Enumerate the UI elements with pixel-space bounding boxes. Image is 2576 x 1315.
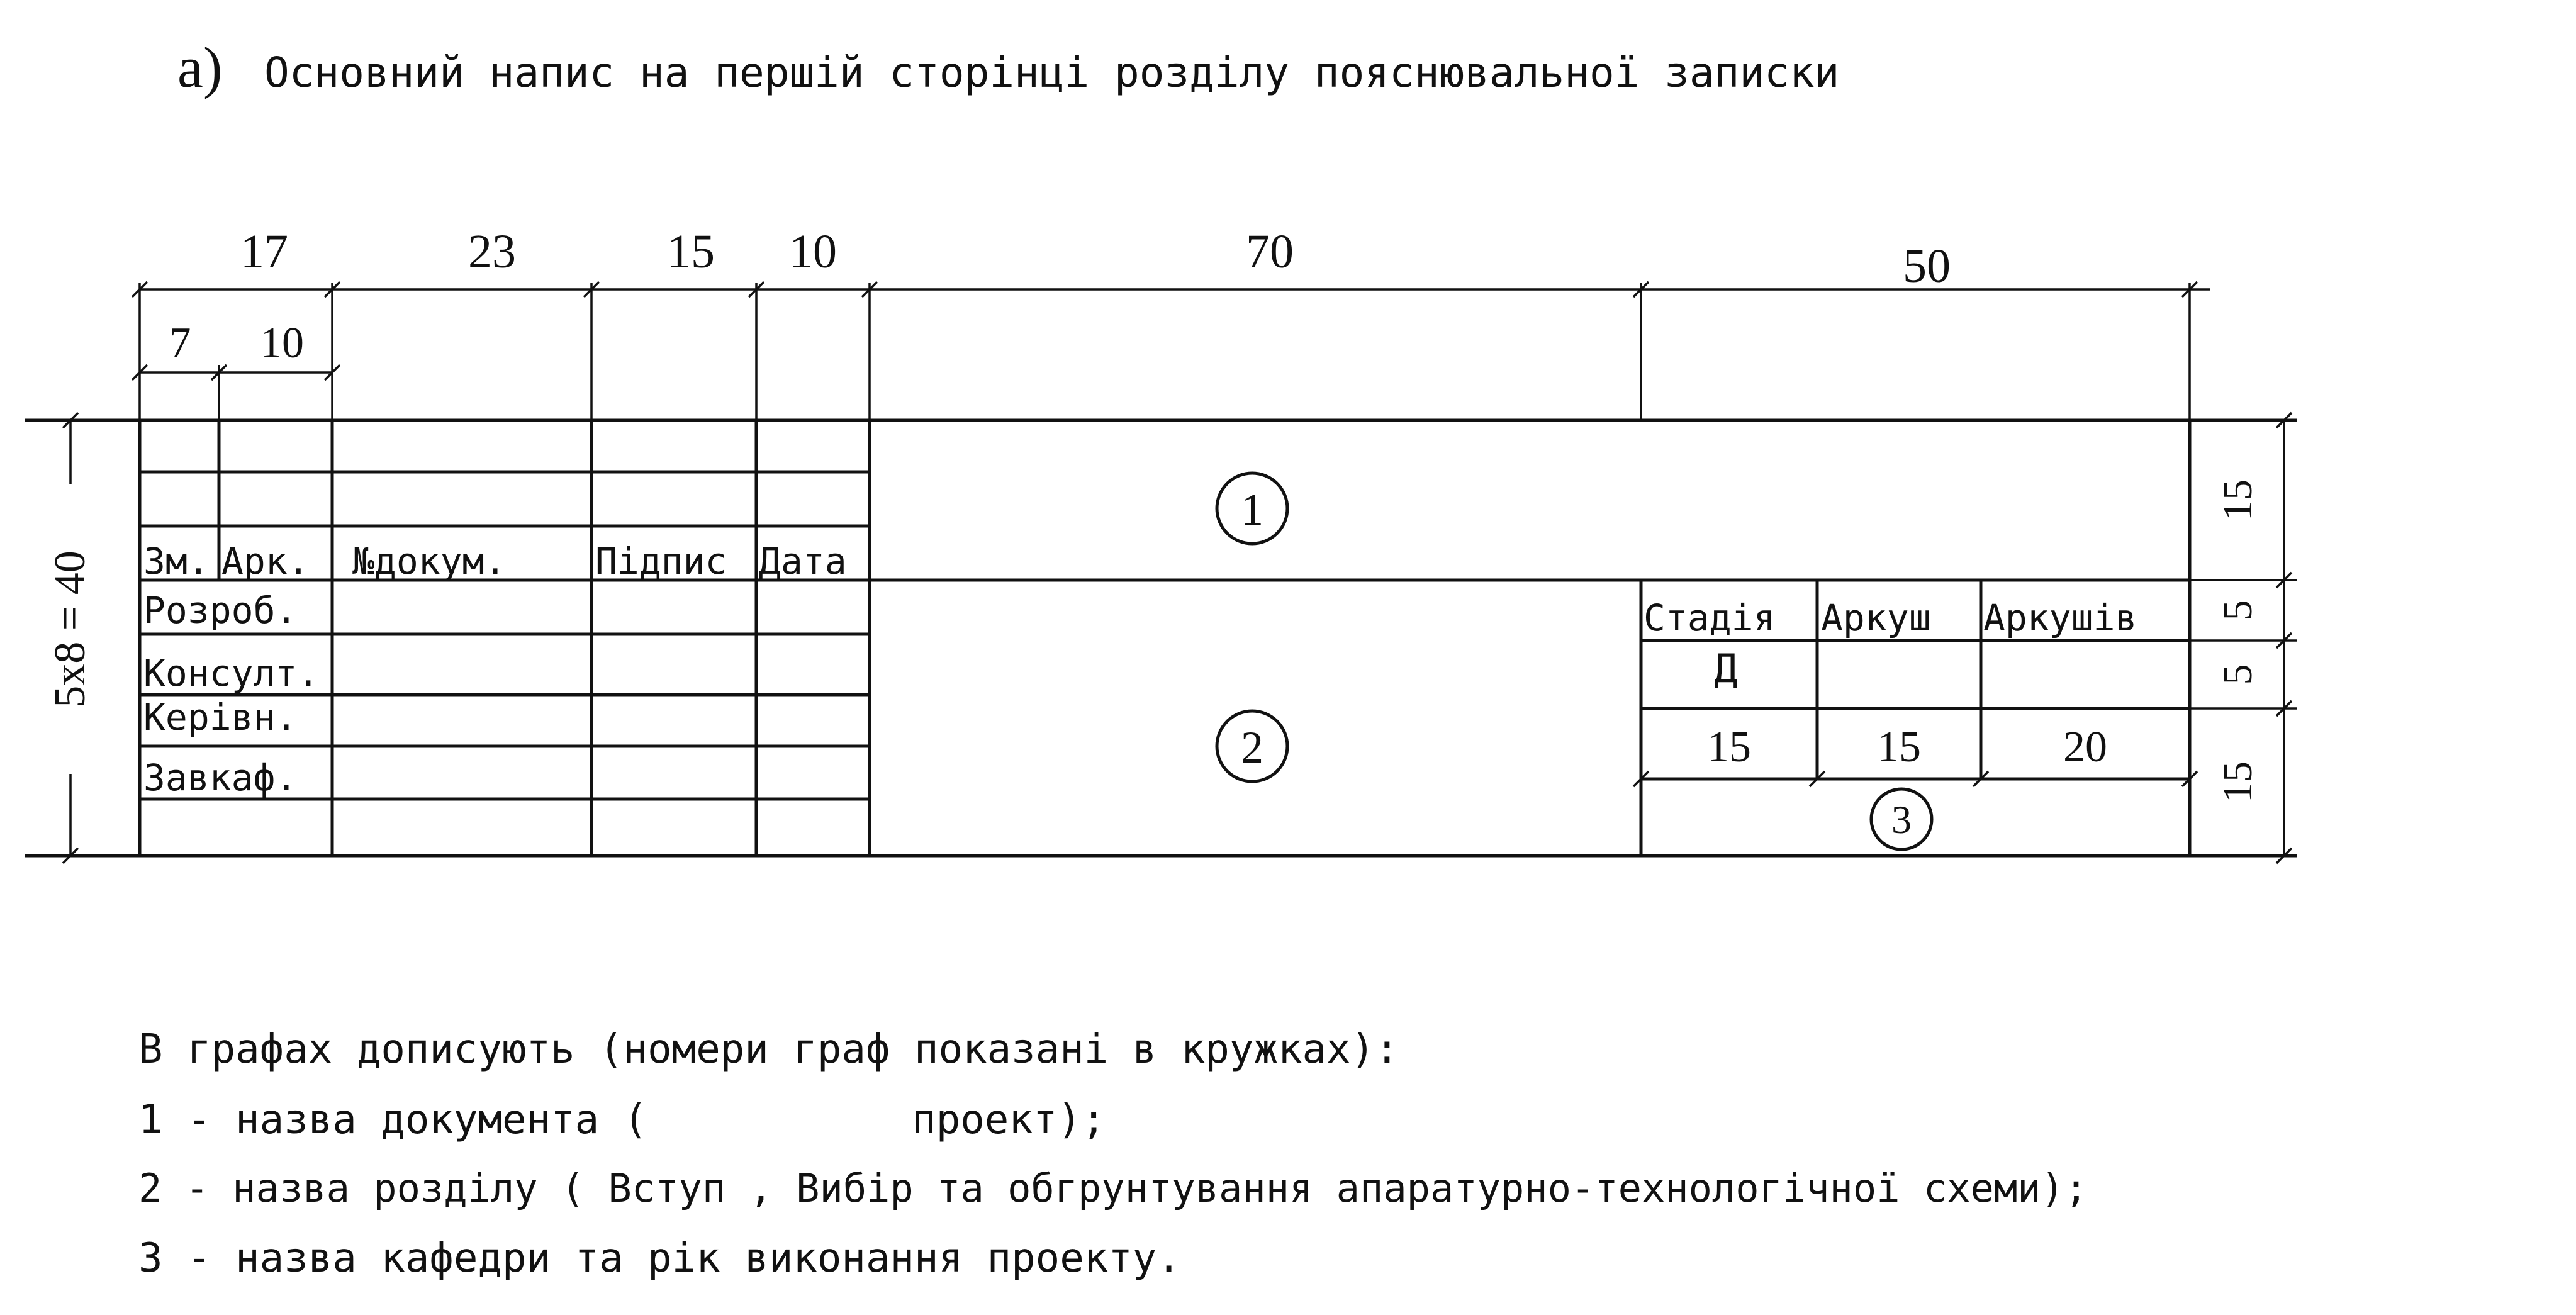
- right-dim-5-a: 5: [2215, 600, 2261, 621]
- stage-value-d: Д: [1714, 646, 1737, 691]
- right-dim-5-b: 5: [2215, 664, 2261, 685]
- dim-70: 70: [1246, 225, 1294, 278]
- stage-dim-20: 20: [2063, 723, 2107, 771]
- header-data: Дата: [759, 540, 847, 583]
- note-intro: В графах дописують (номери граф показані…: [138, 1026, 1399, 1073]
- row-konsult: Консулт.: [143, 652, 319, 695]
- left-grid: [140, 420, 2190, 856]
- row-rozrob: Розроб.: [143, 589, 297, 632]
- circle-field-2: [1215, 709, 1289, 783]
- header-ark: Арк.: [221, 540, 310, 583]
- signature-rows: Розроб. Консулт. Керівн. Завкаф.: [143, 589, 319, 799]
- header-pidpys: Підпис: [595, 540, 727, 583]
- title-block-drawing: a) Основний напис на першій сторінці роз…: [25, 35, 2297, 865]
- field-markers: 1 2 3: [1215, 471, 1934, 851]
- stage-block: Стадія Аркуш Аркушів Д 15 15 20: [1632, 580, 2198, 856]
- dim-15: 15: [667, 225, 715, 278]
- circle-field-2-label: 2: [1241, 722, 1263, 773]
- note-field-3: 3 - назва кафедри та рік виконання проек…: [138, 1235, 1181, 1282]
- dim-17: 17: [240, 225, 288, 278]
- left-dim-label-bg: [38, 484, 103, 774]
- stage-dim-15a: 15: [1707, 723, 1751, 771]
- table-frame: [25, 418, 2297, 858]
- right-dim-15-bottom: 15: [2215, 761, 2261, 803]
- header-zm: Зм.: [143, 540, 210, 583]
- top-dimensions: 17 7 10 23 15 10 70 50: [131, 225, 2210, 422]
- dim-10-sub: 10: [260, 319, 304, 367]
- dim-10: 10: [789, 225, 837, 278]
- right-dim-15-top: 15: [2215, 479, 2261, 521]
- heading-text: Основний напис на першій сторінці розділ…: [264, 48, 1839, 97]
- circle-field-3-label: 3: [1891, 797, 1912, 842]
- header-ndokum: №докум.: [352, 540, 506, 583]
- circle-field-3: [1869, 787, 1934, 851]
- row-kerivn: Керівн.: [143, 696, 297, 739]
- dim-50: 50: [1903, 240, 1951, 293]
- heading-marker: a): [177, 35, 222, 99]
- stage-dim-15b: 15: [1877, 723, 1921, 771]
- header-row: Зм. Арк. №докум. Підпис Дата: [143, 540, 847, 583]
- stage-arkush: Аркуш: [1821, 596, 1931, 639]
- circle-field-1-label: 1: [1241, 484, 1263, 535]
- stage-arkushiv: Аркушів: [1983, 596, 2137, 639]
- dim-5x8-40: 5x8 = 40: [46, 551, 94, 707]
- right-dimensions: 15 5 5 15: [2190, 411, 2297, 865]
- row-zavkaf: Завкаф.: [143, 756, 297, 799]
- dim-23: 23: [468, 225, 516, 278]
- dimension-ticks: [131, 281, 2198, 381]
- note-field-1-end: проект);: [912, 1097, 1106, 1143]
- note-field-1: 1 - назва документа ( проект);: [138, 1100, 1106, 1140]
- left-dimension: 5x8 = 40: [38, 411, 103, 865]
- circle-field-1: [1215, 471, 1289, 546]
- note-field-2: 2 - назва розділу ( Вступ , Вибір та обг…: [138, 1165, 2088, 1211]
- dim-7: 7: [169, 319, 191, 367]
- stage-stadiia: Стадія: [1644, 596, 1776, 639]
- note-field-1-start: 1 - назва документа (: [138, 1097, 648, 1143]
